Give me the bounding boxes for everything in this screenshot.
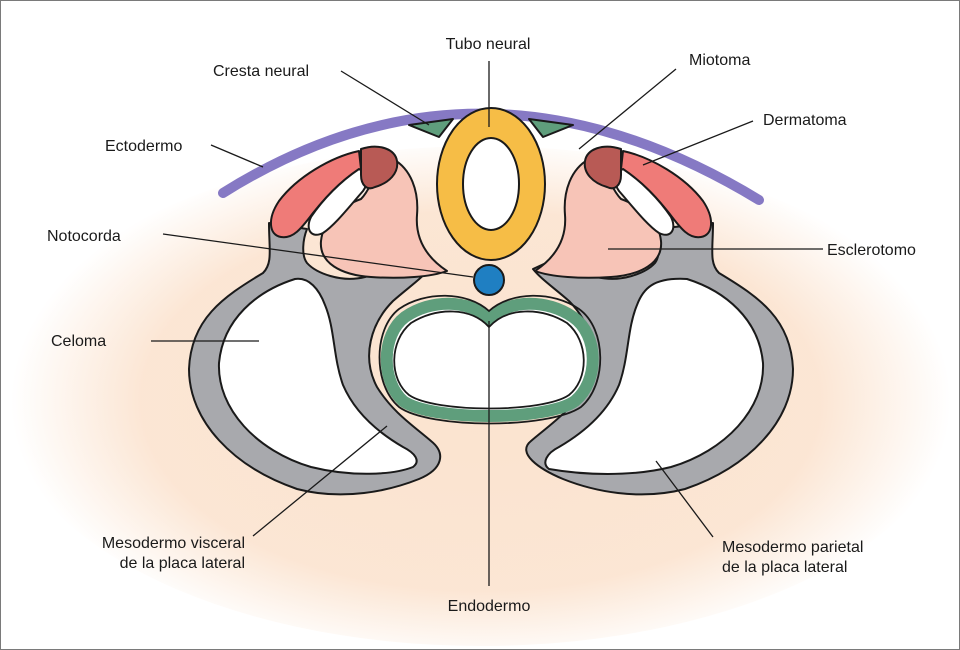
label-mesodermo-parietal-1: Mesodermo parietal	[722, 539, 863, 556]
label-mesodermo-visceral-2: de la placa lateral	[120, 555, 245, 572]
label-celoma: Celoma	[51, 333, 106, 350]
leader-ectodermo	[211, 145, 263, 167]
label-cresta-neural: Cresta neural	[213, 63, 309, 80]
label-tubo-neural: Tubo neural	[446, 36, 531, 53]
label-dermatoma: Dermatoma	[763, 112, 847, 129]
label-esclerotomo: Esclerotomo	[827, 242, 916, 259]
label-mesodermo-visceral-1: Mesodermo visceral	[102, 535, 245, 552]
luz-tubo-neural	[463, 138, 519, 230]
label-ectodermo: Ectodermo	[105, 138, 182, 155]
leader-dermatoma	[643, 121, 753, 165]
notocorda	[474, 265, 504, 295]
label-miotoma: Miotoma	[689, 52, 750, 69]
label-mesodermo-parietal-2: de la placa lateral	[722, 559, 847, 576]
label-endodermo: Endodermo	[448, 598, 531, 615]
label-notocorda: Notocorda	[47, 228, 121, 245]
leader-cresta-neural	[341, 71, 429, 125]
